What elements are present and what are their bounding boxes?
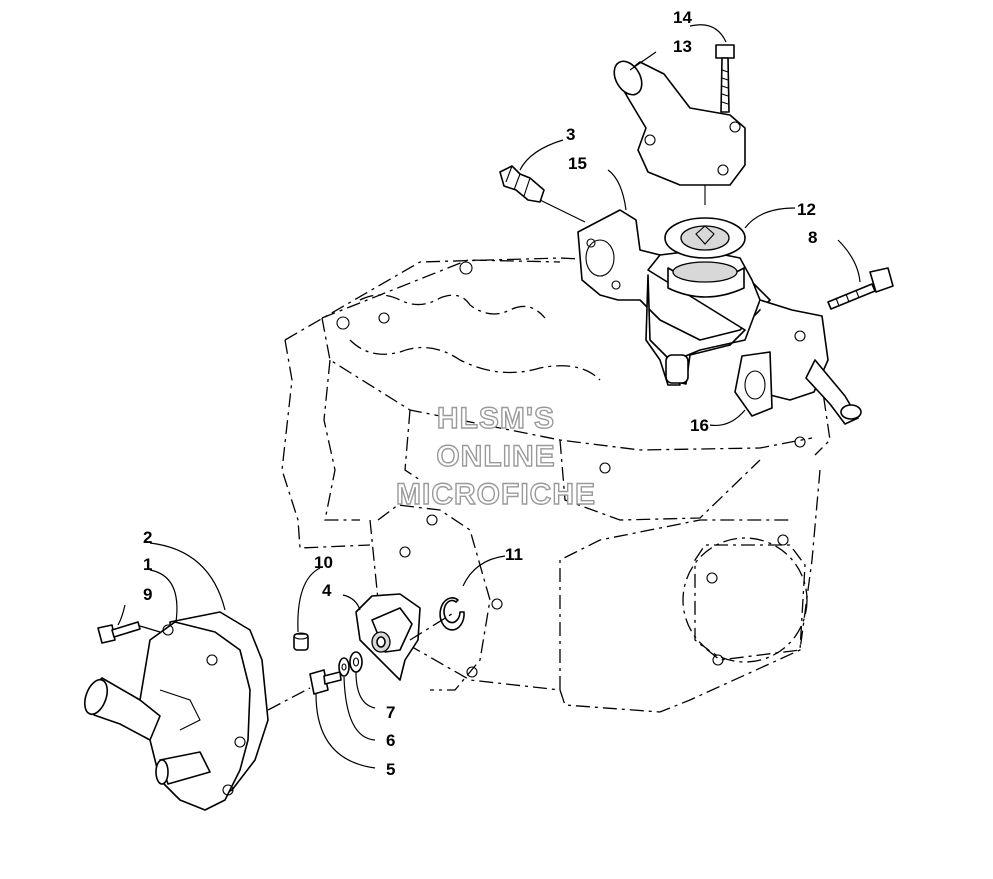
bolt-5 — [309, 669, 342, 695]
callout-2: 2 — [143, 528, 152, 547]
leader-lines — [117, 24, 861, 769]
callout-11: 11 — [505, 545, 523, 564]
spacer-10 — [293, 632, 309, 651]
callout-13: 13 — [673, 37, 692, 56]
callout-6: 6 — [386, 731, 395, 750]
thermostat-cover — [613, 60, 746, 205]
callout-3: 3 — [566, 125, 575, 144]
callout-labels: 14 13 3 15 12 8 16 2 1 9 10 4 11 7 6 5 — [143, 8, 817, 779]
watermark-line-3: MICROFICHE — [396, 478, 596, 511]
pump-centerline — [267, 611, 456, 711]
callout-16: 16 — [690, 416, 709, 435]
callout-8: 8 — [808, 228, 817, 247]
water-pump-assembly — [83, 611, 269, 811]
bolt-14 — [715, 44, 735, 113]
retaining-ring-11 — [439, 597, 465, 631]
washer-6 — [338, 657, 350, 677]
callout-9: 9 — [143, 585, 152, 604]
watermark: HLSM'S ONLINE MICROFICHE — [395, 401, 596, 511]
watermark-line-2: ONLINE — [436, 440, 555, 473]
callout-14: 14 — [673, 8, 692, 27]
callout-5: 5 — [386, 760, 395, 779]
callout-4: 4 — [322, 581, 332, 600]
callout-10: 10 — [314, 553, 333, 572]
bolt-9 — [97, 621, 161, 644]
fitting-3 — [499, 165, 586, 223]
callout-1: 1 — [143, 555, 152, 574]
impeller-4 — [355, 593, 421, 681]
callout-7: 7 — [386, 703, 395, 722]
washer-7 — [349, 651, 363, 673]
callout-12: 12 — [797, 200, 816, 219]
bolt-8 — [827, 267, 894, 310]
watermark-line-1: HLSM'S — [437, 402, 555, 435]
callout-15: 15 — [568, 154, 587, 173]
thermostat-housing-assembly — [577, 209, 862, 425]
